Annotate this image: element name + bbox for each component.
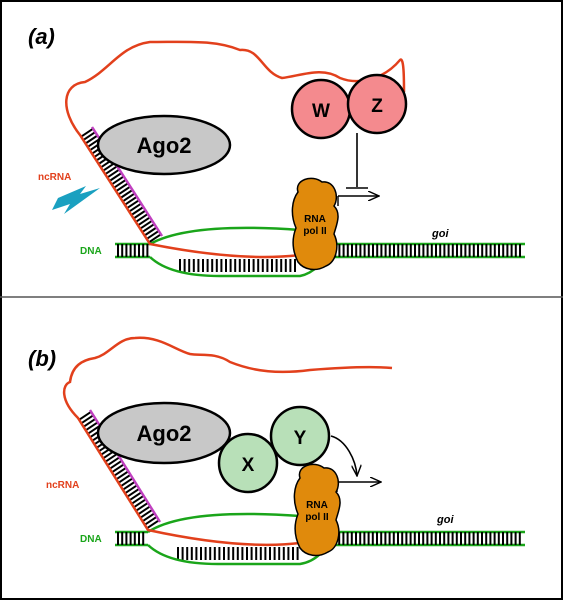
base-pair-rung [111, 175, 125, 186]
base-pair-rung [146, 230, 160, 240]
activation-arrow [330, 435, 357, 476]
panel-b: (b) ncRNA DNA Ago2 [28, 336, 525, 566]
pol-label-line2: pol II [303, 226, 327, 237]
protein-y [269, 405, 331, 467]
ncrna-label: ncRNA [38, 172, 71, 183]
base-pair-rung [80, 127, 94, 138]
base-pair-rung [126, 199, 140, 210]
dna-right-duplex [332, 530, 525, 547]
base-pair-rung [78, 410, 92, 421]
base-pair-rung [122, 480, 136, 491]
protein-z [346, 73, 408, 135]
base-pair-rung [80, 414, 94, 425]
dna-bottom-strand [149, 256, 319, 278]
base-pair-rung [104, 165, 118, 176]
base-pair-rung [148, 233, 162, 244]
rna-dna-hybrid [177, 547, 299, 560]
base-pair-rung [133, 498, 147, 509]
base-pair-rung [87, 424, 101, 435]
base-pair-rung [85, 421, 99, 432]
dna-label: DNA [80, 534, 102, 545]
base-pair-rung [133, 209, 147, 220]
base-pair-rung [139, 219, 153, 230]
base-pair-rung [137, 216, 151, 227]
dna-label: DNA [80, 246, 102, 257]
base-pair-rung [106, 456, 121, 467]
ago2-protein [96, 114, 232, 176]
base-pair-rung [108, 172, 123, 182]
rna-dna-hybrid [179, 259, 296, 272]
base-pair-rung [104, 452, 118, 463]
base-pair-rung [82, 417, 97, 428]
ncrna-label: ncRNA [46, 480, 79, 491]
base-pair-rung [106, 168, 120, 179]
base-pair-rung [131, 494, 145, 505]
base-pair-rung [128, 491, 142, 502]
ago2-label: Ago2 [137, 421, 192, 446]
base-pair-rung [119, 189, 134, 199]
protein-w-label: W [312, 101, 330, 122]
base-pair-rung [141, 223, 155, 233]
dna-left-duplex [115, 530, 148, 547]
base-pair-rung [139, 508, 153, 519]
base-pair-rung [135, 501, 149, 512]
dna-right-duplex [328, 242, 525, 259]
base-pair-rung [109, 459, 123, 470]
base-pair-rung [141, 512, 156, 523]
pol-label-line2: pol II [305, 512, 329, 523]
base-pair-rung [111, 463, 125, 474]
panel-a-label: (a) [28, 24, 55, 49]
base-pair-rung [137, 505, 151, 516]
pol-label-line1: RNA [306, 500, 328, 511]
base-pair-rung [82, 131, 96, 141]
rna-pol-ii [293, 463, 341, 557]
gene-label: goi [436, 514, 454, 526]
dna-left-duplex [115, 242, 150, 259]
base-pair-rung [128, 202, 142, 213]
base-pair-rung [135, 213, 149, 223]
base-pair-rung [117, 185, 131, 196]
base-pair-rung [113, 466, 127, 477]
base-pair-rung [115, 182, 129, 193]
base-pair-rung [143, 226, 158, 237]
panel-b-label: (b) [28, 346, 56, 371]
base-pair-rung [126, 487, 140, 498]
ago2-protein [96, 401, 232, 465]
base-pair-rung [84, 134, 99, 145]
dna-top-strand [147, 512, 301, 534]
ncrna-strand [63, 336, 393, 547]
base-pair-rung [146, 519, 160, 530]
dna-top-strand [149, 226, 301, 246]
lightning-icon [52, 186, 100, 214]
panel-a: (a) ncRNA DNA [28, 24, 525, 278]
base-pair-rung [124, 195, 138, 206]
dna-bottom-strand [147, 544, 321, 566]
protein-z-label: Z [371, 96, 383, 117]
pol-label-line1: RNA [304, 214, 326, 225]
base-pair-rung [120, 477, 134, 488]
protein-x-label: X [242, 455, 255, 476]
base-pair-rung [117, 473, 132, 484]
base-pair-rung [124, 484, 138, 495]
protein-y-label: Y [294, 428, 307, 449]
base-pair-rung [122, 192, 136, 203]
base-pair-rung [130, 206, 144, 216]
rna-pol-ii [291, 177, 339, 271]
gene-label: goi [431, 228, 449, 240]
base-pair-rung [115, 470, 129, 481]
protein-x [217, 432, 279, 494]
ago2-label: Ago2 [137, 133, 192, 158]
base-pair-rung [144, 515, 158, 526]
base-pair-rung [113, 178, 127, 189]
